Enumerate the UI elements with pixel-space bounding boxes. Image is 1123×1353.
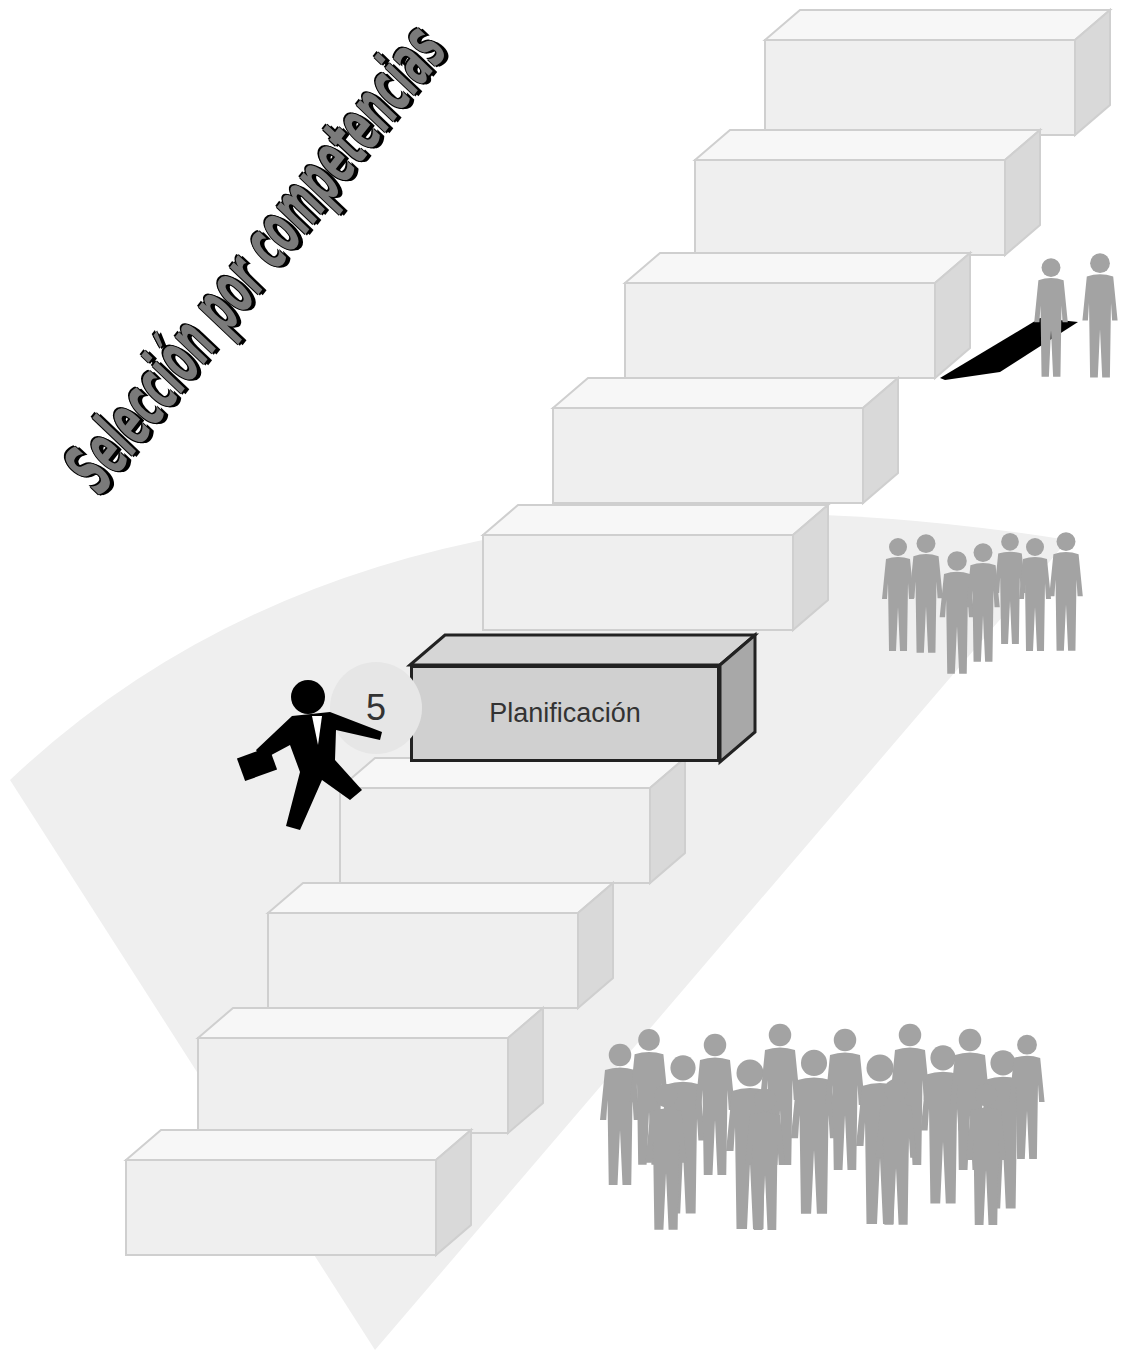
highlight-side [720, 635, 755, 762]
process-box: Planificación [410, 665, 720, 762]
people-middle [882, 532, 1083, 674]
people-top [1034, 253, 1117, 377]
callout-circle: 5 [330, 662, 422, 754]
diagram-title: Selección por competencias [48, 9, 463, 507]
background-fan [10, 514, 1068, 1350]
box-label: Planificación [489, 698, 641, 729]
people-crowd [600, 1024, 1045, 1230]
highlight-top [410, 635, 755, 665]
callout-number: 5 [366, 687, 386, 729]
